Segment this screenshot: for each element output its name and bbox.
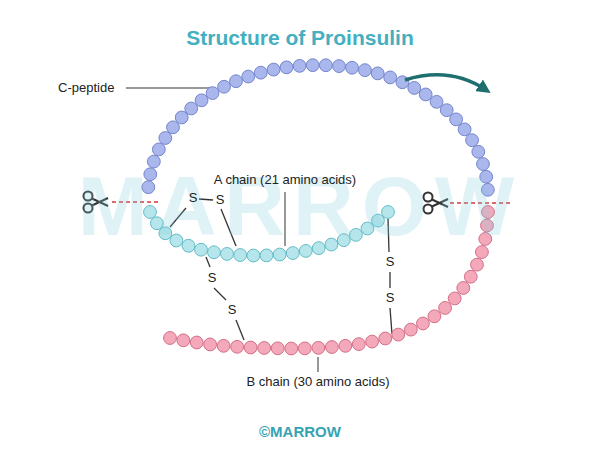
amino-acid-bead xyxy=(319,59,332,72)
amino-acid-bead xyxy=(408,82,421,95)
sulfur-atom: S xyxy=(189,191,198,206)
amino-acid-bead xyxy=(384,71,397,84)
direction-arrow xyxy=(405,75,486,90)
amino-acid-bead xyxy=(267,63,280,76)
sulfur-atom: S xyxy=(208,271,217,286)
amino-acid-bead xyxy=(258,342,271,355)
sulfur-atom: S xyxy=(386,291,395,306)
bond-line xyxy=(206,257,210,267)
amino-acid-bead xyxy=(177,334,190,347)
amino-acid-bead xyxy=(419,88,432,101)
amino-acid-bead xyxy=(333,60,346,73)
amino-acid-bead xyxy=(457,282,470,295)
sulfur-atom: S xyxy=(216,193,225,208)
amino-acid-bead xyxy=(204,338,217,351)
amino-acid-bead xyxy=(346,61,359,74)
amino-acid-bead xyxy=(458,123,471,136)
amino-acid-bead xyxy=(472,145,485,158)
amino-acid-bead xyxy=(285,342,298,355)
amino-acid-bead xyxy=(366,335,379,348)
sulfur-atom: S xyxy=(386,255,395,270)
amino-acid-bead xyxy=(359,64,372,77)
amino-acid-bead xyxy=(254,66,267,79)
amino-acid-bead xyxy=(448,292,461,305)
amino-acid-bead xyxy=(280,61,293,74)
amino-acid-bead xyxy=(312,341,325,354)
amino-acid-bead xyxy=(164,332,177,345)
amino-acid-bead xyxy=(206,87,219,100)
part-label: B chain (30 amino acids) xyxy=(246,375,389,390)
amino-acid-bead xyxy=(352,338,365,351)
amino-acid-bead xyxy=(379,332,392,345)
amino-acid-bead xyxy=(159,132,172,145)
amino-acid-bead xyxy=(471,258,484,271)
amino-acid-bead xyxy=(195,94,208,107)
amino-acid-bead xyxy=(244,341,257,354)
part-label: A chain (21 amino acids) xyxy=(214,173,356,188)
bond-line xyxy=(214,288,226,300)
amino-acid-bead xyxy=(306,59,319,72)
amino-acid-bead xyxy=(325,341,338,354)
amino-acid-bead xyxy=(298,342,311,355)
bond-line xyxy=(236,320,244,340)
amino-acid-bead xyxy=(339,339,352,352)
amino-acid-bead xyxy=(231,340,244,353)
amino-acid-bead xyxy=(217,339,230,352)
amino-acid-bead xyxy=(466,134,479,147)
leader-line xyxy=(126,88,211,89)
amino-acid-bead xyxy=(371,67,384,80)
bond-line xyxy=(389,272,390,288)
amino-acid-bead xyxy=(404,323,417,336)
bond-line xyxy=(390,308,392,334)
amino-acid-bead xyxy=(293,59,306,72)
leader-line xyxy=(318,357,319,372)
amino-acid-bead xyxy=(428,310,441,323)
amino-acid-bead xyxy=(417,317,430,330)
diagram-title: Structure of Proinsulin xyxy=(186,26,414,50)
amino-acid-bead xyxy=(218,80,231,93)
amino-acid-bead xyxy=(439,302,452,315)
amino-acid-bead xyxy=(392,328,405,341)
amino-acid-bead xyxy=(230,75,243,88)
sulfur-atom: S xyxy=(228,303,237,318)
amino-acid-bead xyxy=(190,336,203,349)
amino-acid-bead xyxy=(242,70,255,83)
amino-acid-bead xyxy=(464,270,477,283)
copyright-mark: ©MARROW xyxy=(259,423,341,440)
amino-acid-bead xyxy=(152,143,165,156)
part-label: C-peptide xyxy=(58,81,114,96)
amino-acid-bead xyxy=(271,342,284,355)
